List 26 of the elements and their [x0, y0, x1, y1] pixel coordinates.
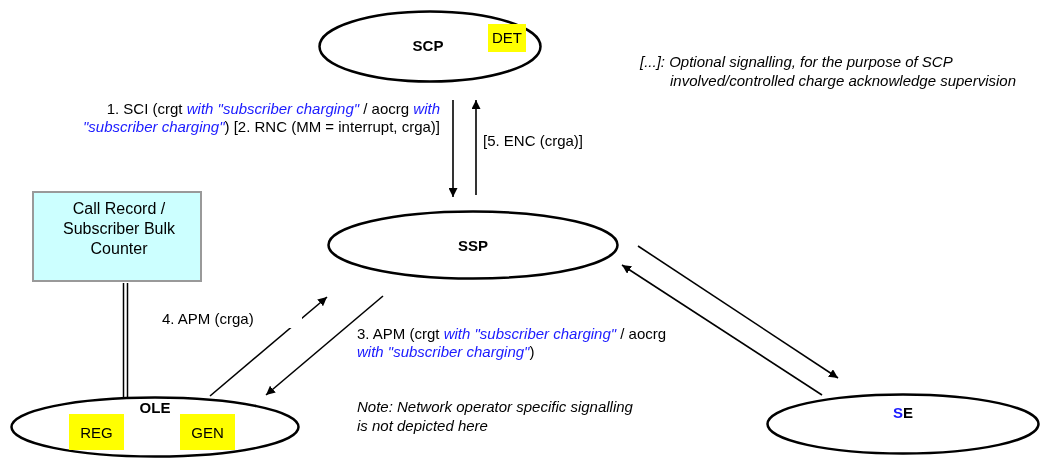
ellipse-node: [327, 210, 619, 280]
arrow: [471, 99, 481, 196]
process-box: [32, 191, 202, 282]
note-text: [...]: Optional signalling, for the purpose of SCP involved/controlled charge acknowledge supervision: [640, 52, 1018, 90]
node-label: SCP: [411, 36, 445, 56]
note-text: Note: Network operator specific signalling is not depicted here: [357, 397, 634, 435]
node-label: Call Record / Subscriber Bulk Counter: [61, 199, 176, 259]
node-label: REG: [79, 423, 114, 443]
arrow: [209, 296, 328, 397]
node-label: OLE: [138, 398, 172, 418]
node-label: SE: [892, 403, 914, 423]
ellipse-node: [10, 396, 300, 458]
arrow: [621, 264, 823, 396]
arrow: [448, 99, 458, 198]
arrow: [265, 295, 384, 396]
node-label: SSP: [457, 236, 489, 256]
node-label: GEN: [190, 423, 225, 443]
ellipse-node: [766, 393, 1040, 455]
highlighted-label: [180, 414, 235, 450]
double-line-connector: [122, 282, 129, 398]
arrow: [637, 245, 839, 379]
highlighted-label: [69, 414, 124, 450]
edge-label: 3. APM (crgt with "subscriber charging" / aocrg with "subscriber charging"): [357, 325, 667, 361]
node-label: DET: [491, 28, 523, 48]
ellipse-node: [318, 10, 542, 83]
edge-label: 4. APM (crga): [162, 310, 302, 328]
